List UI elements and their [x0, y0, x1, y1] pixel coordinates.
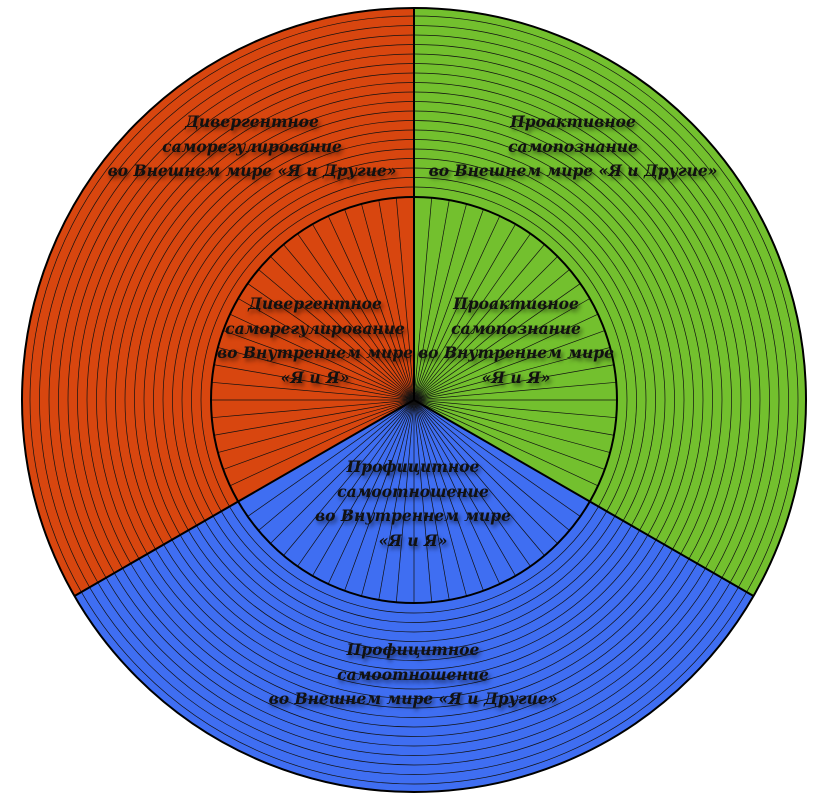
- ray-line: [361, 399, 415, 597]
- ray-line: [344, 399, 415, 591]
- ray-line: [413, 269, 570, 401]
- ray-line: [238, 298, 415, 401]
- ray-line: [214, 399, 415, 436]
- ray-line: [258, 269, 415, 401]
- label-line: Проактивное: [453, 294, 579, 313]
- ray-line: [283, 399, 415, 556]
- ray-line: [413, 381, 617, 401]
- ray-line: [395, 197, 415, 401]
- ray-line: [214, 364, 415, 401]
- ray-line: [413, 399, 614, 436]
- label-line: Профицитное: [346, 457, 480, 476]
- sector-divider: [74, 399, 415, 597]
- ray-line: [413, 200, 450, 401]
- label-line: Дивергентное: [248, 294, 382, 313]
- ray-line: [413, 399, 605, 470]
- ray-line: [283, 244, 415, 401]
- ray-line: [413, 364, 614, 401]
- ray-line: [270, 399, 415, 544]
- ray-line: [217, 399, 415, 453]
- label-line: саморегулирование: [225, 318, 405, 338]
- ray-line: [413, 399, 467, 597]
- ray-line: [247, 283, 415, 401]
- outer-label-blue: Профицитное самоотношение во Внешнем мир…: [269, 638, 558, 712]
- ray-line: [413, 399, 611, 453]
- ray-line: [217, 347, 415, 401]
- ray-line: [413, 256, 558, 401]
- ray-line: [312, 224, 415, 401]
- ray-line: [413, 209, 484, 401]
- ray-line: [413, 399, 558, 544]
- ray-line: [327, 399, 415, 585]
- ray-line: [247, 399, 415, 517]
- ray-line: [211, 381, 415, 401]
- ray-line: [297, 399, 415, 567]
- ray-line: [413, 313, 599, 401]
- label-line: во Внутреннем мире: [418, 343, 614, 362]
- ray-line: [229, 313, 415, 401]
- ray-line: [413, 399, 545, 556]
- ray-line: [258, 399, 415, 531]
- ray-line: [413, 399, 570, 531]
- outer-label-red: Дивергентное саморегулирование во Внешне…: [108, 110, 397, 184]
- ray-line: [361, 203, 415, 401]
- ray-line: [413, 330, 605, 401]
- label-line: самоотношение: [337, 481, 489, 501]
- ray-line: [312, 399, 415, 576]
- ray-line: [211, 399, 415, 419]
- label-line: Проактивное: [510, 112, 636, 131]
- ray-line: [413, 399, 617, 419]
- label-line: во Внешнем мире «Я и Другие»: [428, 161, 718, 180]
- ray-line: [223, 399, 415, 470]
- ray-line: [413, 399, 484, 591]
- ray-line: [413, 399, 516, 576]
- inner-label-red: Дивергентное саморегулирование во Внутре…: [217, 292, 413, 390]
- sector-green: [414, 8, 806, 596]
- ray-line: [229, 399, 415, 487]
- ray-line: [413, 347, 611, 401]
- ray-line: [413, 197, 433, 401]
- ray-line: [344, 209, 415, 401]
- label-line: саморегулирование: [162, 136, 342, 156]
- label-line: во Внешнем мире «Я и Другие»: [268, 689, 558, 708]
- ray-line: [413, 399, 433, 603]
- ray-line: [413, 298, 590, 401]
- ray-line: [297, 233, 415, 401]
- ray-line: [413, 399, 531, 567]
- ray-line: [395, 399, 415, 603]
- label-line: «Я и Я»: [481, 367, 551, 387]
- ray-line: [413, 283, 581, 401]
- ray-line: [413, 233, 531, 401]
- ray-line: [378, 200, 415, 401]
- ray-line: [413, 203, 467, 401]
- ray-line: [413, 399, 581, 517]
- ray-line: [413, 244, 545, 401]
- ray-line: [413, 215, 501, 401]
- outer-label-green: Проактивное самопознание во Внешнем мире…: [429, 110, 718, 184]
- ray-line: [327, 215, 415, 401]
- label-line: самоотношение: [337, 664, 489, 684]
- label-line: во Внутреннем мире: [217, 343, 413, 362]
- ray-line: [413, 399, 599, 487]
- ray-line: [413, 224, 516, 401]
- ray-line: [413, 399, 501, 585]
- ray-line: [270, 256, 415, 401]
- ray-line: [413, 399, 450, 600]
- label-line: во Внешнем мире «Я и Другие»: [107, 161, 397, 180]
- ray-line: [378, 399, 415, 600]
- ray-line: [223, 330, 415, 401]
- label-line: Профицитное: [346, 640, 480, 659]
- inner-label-blue: Профицитное самоотношение во Внутреннем …: [315, 455, 511, 553]
- label-line: Дивергентное: [185, 112, 319, 131]
- sector-divider: [413, 399, 754, 597]
- label-line: «Я и Я»: [280, 367, 350, 387]
- label-line: самопознание: [508, 136, 638, 156]
- label-line: самопознание: [451, 318, 581, 338]
- sector-red: [22, 8, 414, 596]
- label-line: во Внутреннем мире: [315, 506, 511, 525]
- inner-label-green: Проактивное самопознание во Внутреннем м…: [418, 292, 614, 390]
- label-line: «Я и Я»: [378, 530, 448, 550]
